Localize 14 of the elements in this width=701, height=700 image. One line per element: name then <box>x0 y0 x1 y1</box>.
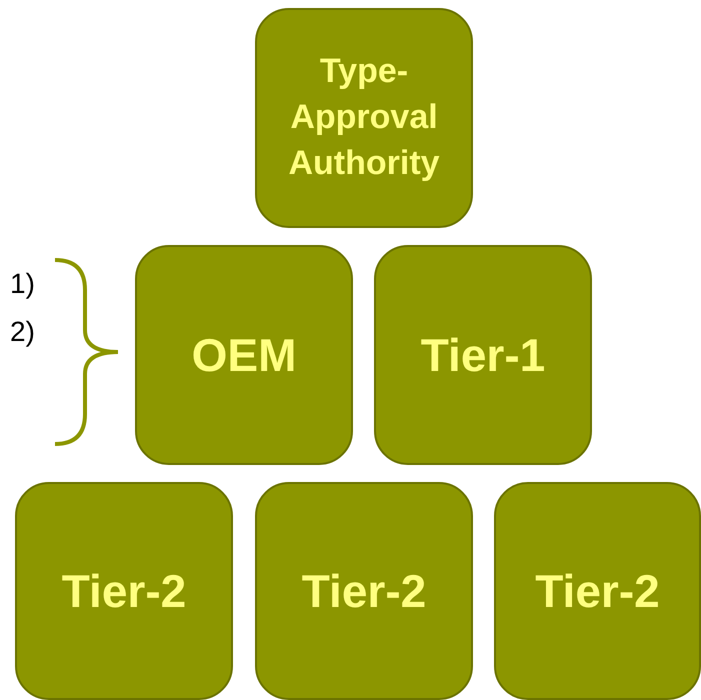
rounded-box <box>255 8 473 228</box>
node-label: Tier-2 <box>300 564 428 619</box>
node-label: Tier-2 <box>60 564 188 619</box>
rounded-box <box>15 482 233 700</box>
list-number: 1) <box>10 268 35 300</box>
rounded-box <box>374 245 592 465</box>
node-label: Type-Approval Authority <box>287 51 441 184</box>
rounded-box <box>135 245 353 465</box>
node-label: Tier-1 <box>420 328 546 383</box>
node-label: Tier-2 <box>534 564 661 619</box>
node-label: OEM <box>190 328 298 383</box>
rounded-box <box>255 482 473 700</box>
rounded-box <box>494 482 701 700</box>
list-number: 2) <box>10 316 35 348</box>
